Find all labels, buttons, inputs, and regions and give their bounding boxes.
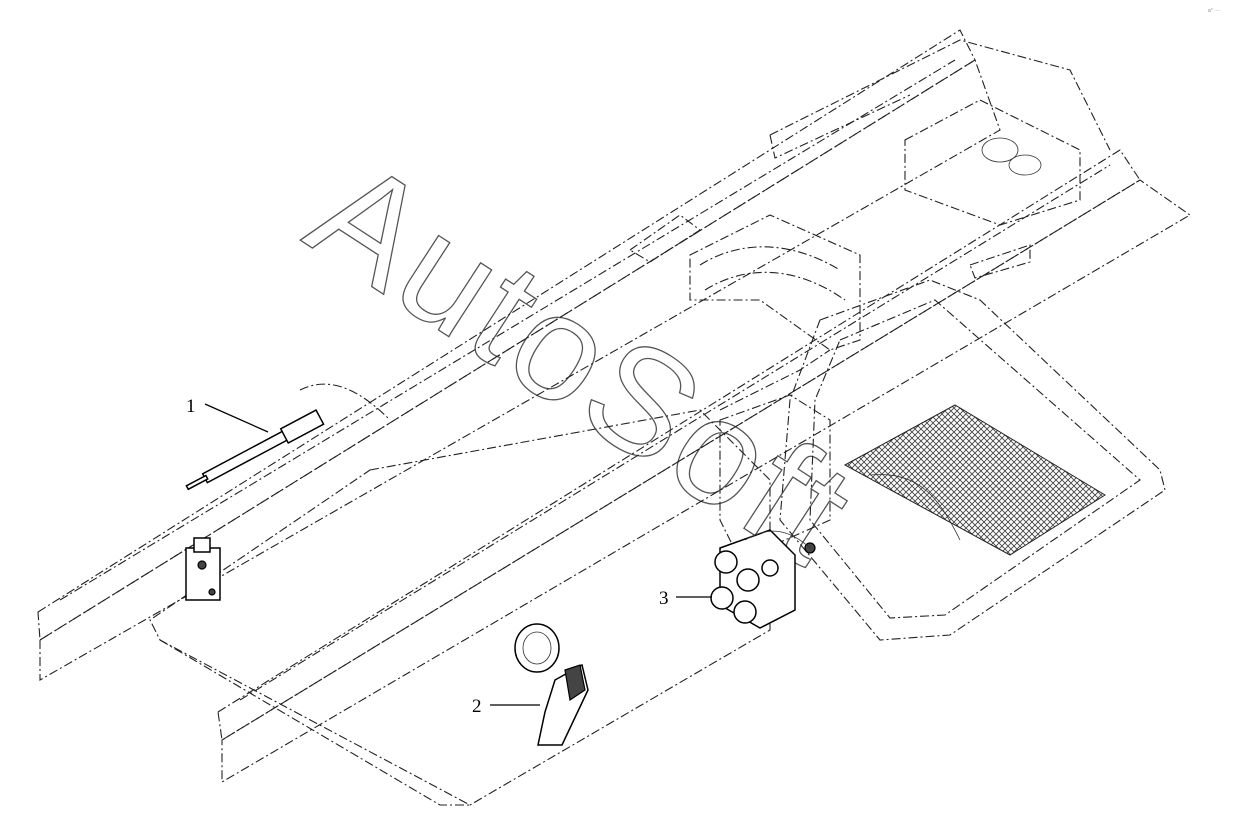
flange-inner (522, 631, 552, 665)
callout-1: 1 (186, 396, 196, 417)
watermark: AutoSoft (282, 125, 884, 598)
watermark-text: AutoSoft (283, 126, 884, 598)
rail-end-cap (769, 39, 1111, 151)
callouts: 1 2 3 (186, 396, 712, 717)
lever-handle (514, 623, 589, 746)
cross-member-center (689, 214, 861, 351)
bracket-right (969, 244, 1031, 279)
rear-hole-2 (1008, 154, 1042, 176)
box-inner (809, 299, 1141, 619)
lever-grip (564, 664, 586, 702)
valve-hose (744, 530, 811, 549)
tank-cable (299, 383, 391, 421)
frame-rails (37, 29, 1192, 783)
rail-right-side (221, 179, 1192, 783)
mesh-floor (843, 404, 1106, 556)
mount-block (185, 537, 221, 601)
rail-left-edge (59, 59, 956, 601)
bracket-mid (628, 214, 701, 263)
cross-members (628, 99, 1081, 351)
rail-left-side (39, 59, 1001, 681)
corner-mark: a° ···· (1208, 8, 1221, 14)
valve-port-3 (710, 586, 734, 610)
valve-port-4 (733, 600, 757, 624)
mount-block-bolt (208, 588, 216, 596)
callout-3: 3 (659, 588, 669, 609)
rail-right-edge (239, 164, 1111, 701)
tank-bottom-edge (159, 639, 470, 806)
battery-box (719, 279, 1166, 641)
valve-port-1 (714, 550, 738, 574)
tank (149, 383, 771, 806)
flange-ring (514, 623, 560, 673)
callout-2: 2 (472, 696, 482, 717)
box-outer (779, 279, 1166, 641)
mount-block-port (197, 560, 207, 570)
mesh-curve (869, 474, 961, 541)
leader-1 (204, 403, 269, 433)
sensor-rod-sleeve (279, 409, 325, 444)
rail-right-top (217, 149, 1141, 741)
valve-port-2 (736, 568, 760, 592)
valve-port-5 (761, 559, 779, 577)
cross-member-rear (904, 99, 1081, 226)
box-flange (719, 349, 831, 411)
cross-member-arch-2 (704, 271, 846, 301)
box-side-panel (719, 394, 831, 561)
sensor-rod-tip (185, 474, 209, 491)
mount-block-cap (193, 537, 211, 553)
sensor-rod (185, 409, 325, 491)
rear-hole-1 (981, 137, 1019, 163)
rail-end-lip (769, 94, 911, 159)
cross-member-arch (699, 246, 841, 271)
valve-block (710, 529, 816, 629)
